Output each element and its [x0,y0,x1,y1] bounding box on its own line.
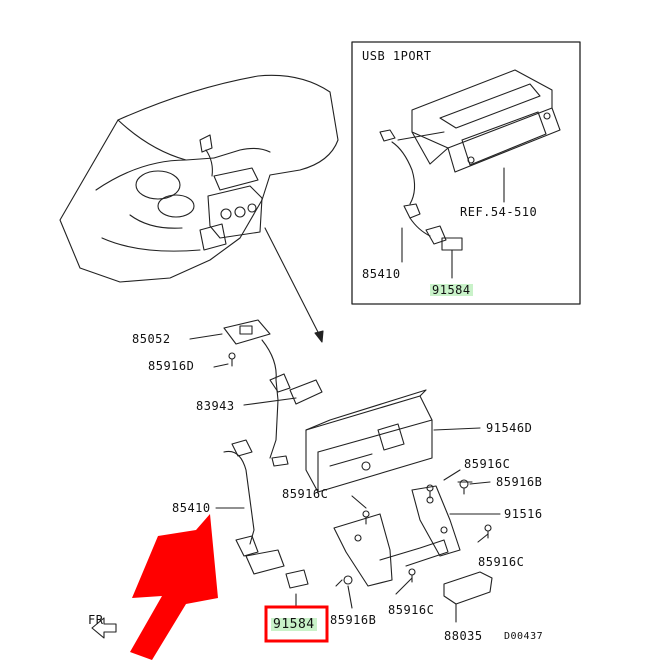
screws [335,469,492,587]
part-91584: 91584 [271,617,317,632]
part-83943: 83943 [196,399,235,413]
diagram-id: D00437 [504,631,544,642]
highlight-box [264,605,329,643]
inset-frame [351,41,581,305]
part-85916C-c: 85916C [478,555,525,569]
pointer-arrow [264,227,323,341]
part-85916C-b: 85916C [282,487,329,501]
fr-label: FR [88,613,104,627]
part-85916B-a: 85916B [496,475,543,489]
part-85052: 85052 [132,332,171,346]
head-unit [305,389,481,493]
mount-88035 [443,571,493,623]
inset-display-unit [379,69,561,279]
ref-label: REF.54-510 [460,205,538,219]
part-85410: 85410 [172,501,211,515]
part-85916D: 85916D [148,359,195,373]
part-91546D: 91546D [486,421,533,435]
red-callout-arrow [130,514,218,660]
part-85916B-b: 85916B [330,613,377,627]
leader-lines [295,577,413,609]
dashboard-outline [59,74,339,283]
part-91516: 91516 [504,507,543,521]
main-harness [189,319,323,589]
bracket [333,485,501,587]
inset-part-85410: 85410 [362,267,401,281]
part-85916C-d: 85916C [388,603,435,617]
inset-part-91584: 91584 [430,283,473,297]
inset-title: USB 1PORT [362,49,432,63]
part-88035: 88035 [444,629,483,643]
fr-arrow [91,617,117,639]
part-85916C-a: 85916C [464,457,511,471]
